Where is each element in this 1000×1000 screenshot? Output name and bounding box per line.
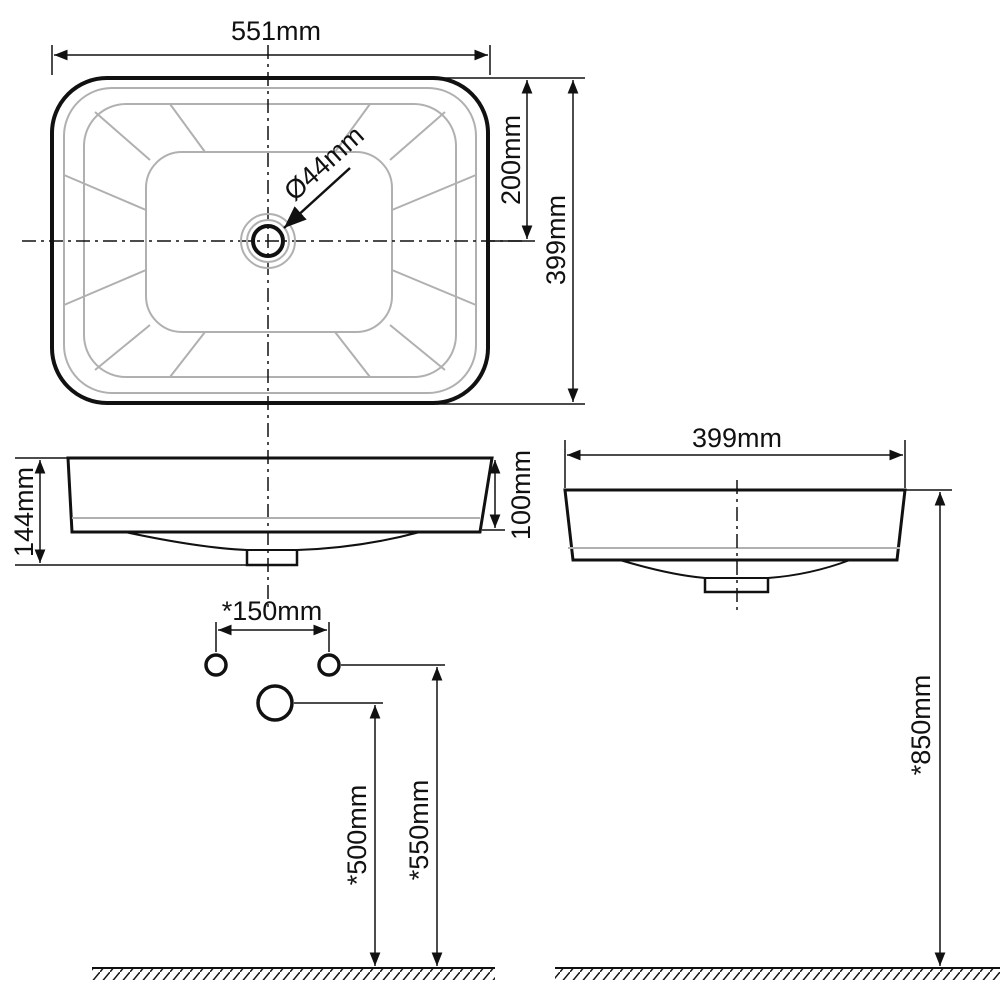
- drain-ring-outer: [240, 213, 296, 269]
- front-bowl-bottom: [124, 531, 421, 551]
- bowl-facet-lines: [63, 103, 477, 378]
- mount-height-label: *850mm: [906, 675, 936, 776]
- supply-pipe-right: [317, 653, 341, 677]
- floor-left: [92, 967, 495, 980]
- bowl-floor: [145, 151, 393, 333]
- drain-diameter-leader: [283, 167, 351, 229]
- drain-ring: [246, 219, 290, 263]
- height-label: 144mm: [9, 467, 39, 557]
- tap-spacing-label: *150mm: [222, 596, 323, 626]
- width-label: 551mm: [231, 16, 321, 46]
- drain-offset-label: 200mm: [496, 115, 526, 205]
- front-view: 144mm 100mm: [9, 450, 536, 567]
- drain-hole: [251, 224, 285, 258]
- bowl-height-label: 100mm: [506, 450, 536, 540]
- depth-label: 399mm: [541, 195, 571, 285]
- drain-diameter-label: Ø44mm: [278, 120, 369, 207]
- top-view: 551mm 200mm 399mm Ø44mm: [22, 16, 585, 612]
- side-depth-label: 399mm: [692, 423, 782, 453]
- side-outline: [563, 488, 907, 562]
- waste-height-label: *500mm: [342, 785, 372, 886]
- plumbing-layout: *150mm *550mm *500mm: [204, 596, 445, 966]
- rim-inner-line: [63, 87, 477, 394]
- side-view: 399mm *850mm: [563, 423, 952, 966]
- front-drain: [245, 550, 299, 567]
- floor-right: [555, 967, 1000, 980]
- waste-pipe: [256, 684, 294, 722]
- front-outline: [66, 456, 494, 534]
- supply-height-label: *550mm: [404, 780, 434, 881]
- supply-pipe-left: [204, 653, 228, 677]
